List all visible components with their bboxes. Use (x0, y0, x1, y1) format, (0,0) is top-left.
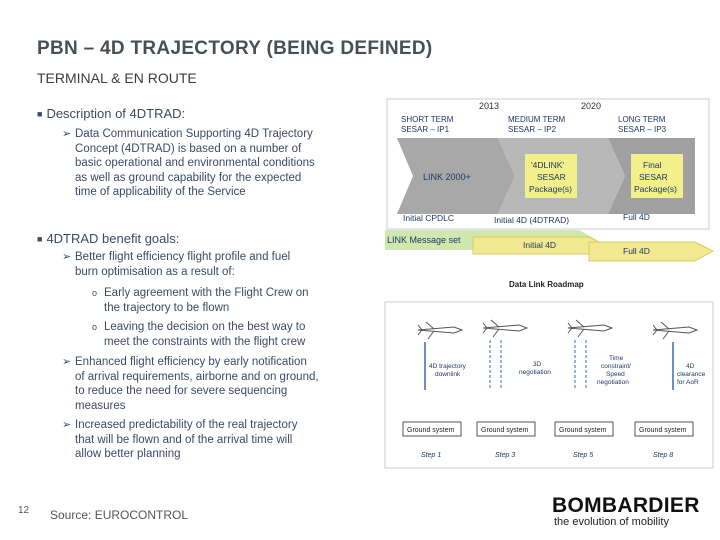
airplane-icon (567, 319, 614, 338)
bombardier-logo: BOMBARDIER the evolution of mobility (552, 494, 700, 528)
step-description: negotiation (519, 369, 551, 376)
ground-system-box (402, 421, 462, 437)
circle-bullet-icon: o (92, 322, 98, 332)
text-line: basic operational and environmental cond… (75, 157, 315, 169)
roadmap-box-text: Package(s) (529, 184, 572, 194)
roadmap-box-text: LINK 2000+ (423, 172, 471, 182)
phase-label: MEDIUM TERM (508, 115, 566, 124)
year-label: 2013 (479, 101, 499, 111)
phase-label: SESAR – IP3 (618, 125, 667, 134)
milestone-label: Initial 4D (4DTRAD) (494, 215, 569, 225)
roadmap-box-text: '4DLINK' (531, 160, 564, 170)
text-line: Enhanced flight efficiency by early noti… (75, 356, 307, 368)
step-description: clearance (677, 371, 706, 378)
step-description: Time (609, 355, 624, 362)
text-line: time of applicability of the Service (75, 186, 246, 198)
data-link-roadmap-diagram: 2013 2020 SHORT TERM SESAR – IP1 MEDIUM … (385, 98, 715, 289)
roadmap-box-text: Package(s) (634, 184, 677, 194)
description-text: ➢ Data Communication Supporting 4D Traje… (62, 127, 365, 200)
goal-item-3: ➢ Increased predictability of the real t… (62, 418, 365, 462)
airplane-icon (652, 321, 699, 340)
text-line: Leaving the decision on the best way to (104, 321, 306, 333)
roadmap-yellow-box (525, 154, 577, 198)
bullet-heading: Description of 4DTRAD: (46, 106, 186, 121)
goal-item-1-sub-1: o Early agreement with the Flight Crew o… (92, 286, 364, 315)
goal-item-1-sub-2: o Leaving the decision on the best way t… (92, 320, 364, 349)
ground-system-box (554, 421, 614, 437)
page-number: 12 (18, 505, 30, 516)
step-label: Step 1 (421, 452, 441, 459)
text-line: burn optimisation as a result of: (75, 265, 235, 278)
roadmap-caption: Data Link Roadmap (509, 280, 584, 289)
text-line: to reduce the need for severe sequencing (75, 385, 288, 397)
circle-bullet-icon: o (92, 288, 98, 298)
step-description: 3D (533, 361, 542, 368)
roadmap-chevron-short-term (397, 138, 515, 214)
slide-title: PBN – 4D TRAJECTORY (BEING DEFINED) (37, 38, 433, 59)
step-description: Speed (606, 371, 625, 378)
milestone-label: Full 4D (623, 212, 650, 222)
square-bullet-icon: ■ (37, 109, 43, 119)
text-line: Better flight efficiency flight profile … (75, 251, 291, 263)
text-line: measures (75, 399, 126, 412)
ground-system-label: Ground system (559, 427, 607, 434)
ground-system-label: Ground system (639, 427, 687, 434)
arrow-bullet-icon: ➢ (62, 128, 72, 140)
roadmap-box-text: SESAR (537, 172, 566, 182)
text-line: of arrival requirements, airborne and on… (75, 370, 319, 383)
square-bullet-icon: ■ (37, 234, 43, 244)
ground-system-box (476, 421, 536, 437)
phase-label: LONG TERM (618, 115, 666, 124)
airplane-icon (482, 319, 529, 338)
step-label: Step 5 (573, 452, 593, 459)
roadmap-box-text: Final (643, 160, 662, 170)
text-line: Early agreement with the Flight Crew on (104, 287, 309, 299)
goal-item-2: ➢ Enhanced flight efficiency by early no… (62, 355, 365, 413)
bullet-goals: ■4DTRAD benefit goals: (37, 231, 179, 246)
ground-system-label: Ground system (407, 427, 455, 434)
arrow-bullet-icon: ➢ (62, 419, 72, 431)
step-description: for AoR (677, 379, 699, 386)
text-line: the trajectory to be flown (104, 301, 230, 314)
sequence-frame (384, 301, 714, 469)
phase-label: SESAR – IP2 (508, 125, 557, 134)
text-line: that will be flown and of the arrival ti… (75, 433, 293, 446)
goal-item-1: ➢ Better flight efficiency flight profil… (62, 250, 365, 279)
step-label: Step 8 (653, 452, 673, 459)
bullet-heading: 4DTRAD benefit goals: (46, 231, 180, 246)
arrow-bullet-icon: ➢ (62, 251, 72, 263)
source-credit: Source: EUROCONTROL (50, 508, 189, 522)
milestone-label: Initial CPDLC (403, 213, 454, 223)
band-label: Full 4D (623, 246, 650, 256)
full-4d-band (588, 241, 715, 262)
text-line: Concept (4DTRAD) is based on a number of (75, 142, 302, 155)
step-label: Step 3 (495, 452, 515, 459)
text-line: meet the constraints with the flight cre… (104, 335, 306, 348)
band-label: LINK Message set (387, 235, 461, 245)
text-line: as well as ground capability for the exp… (75, 171, 302, 184)
roadmap-yellow-box (631, 154, 683, 198)
step-description: negotiation (597, 379, 629, 386)
roadmap-box-text: SESAR (639, 172, 668, 182)
text-line: allow better planning (75, 448, 181, 460)
bullet-description: ■Description of 4DTRAD: (37, 106, 185, 121)
step-description: 4D trajectory (429, 363, 467, 370)
phase-label: SHORT TERM (401, 115, 454, 124)
step-description: constraint/ (601, 363, 631, 370)
ground-system-box (634, 421, 694, 437)
slide-subtitle: TERMINAL & EN ROUTE (37, 70, 197, 86)
text-line: Increased predictability of the real tra… (75, 419, 298, 431)
airplane-icon (417, 321, 464, 340)
step-description: 4D (686, 363, 695, 370)
year-label: 2020 (581, 101, 601, 111)
trajectory-sequence-diagram: 4D trajectory downlink 3D negotiation Ti… (384, 301, 714, 469)
phase-label: SESAR – IP1 (401, 125, 450, 134)
arrow-bullet-icon: ➢ (62, 356, 72, 368)
step-description: downlink (435, 371, 461, 378)
logo-tagline: the evolution of mobility (554, 516, 669, 528)
ground-system-label: Ground system (481, 427, 529, 434)
logo-brand: BOMBARDIER (552, 494, 700, 517)
text-line: Data Communication Supporting 4D Traject… (75, 128, 313, 140)
band-label: Initial 4D (523, 240, 556, 250)
